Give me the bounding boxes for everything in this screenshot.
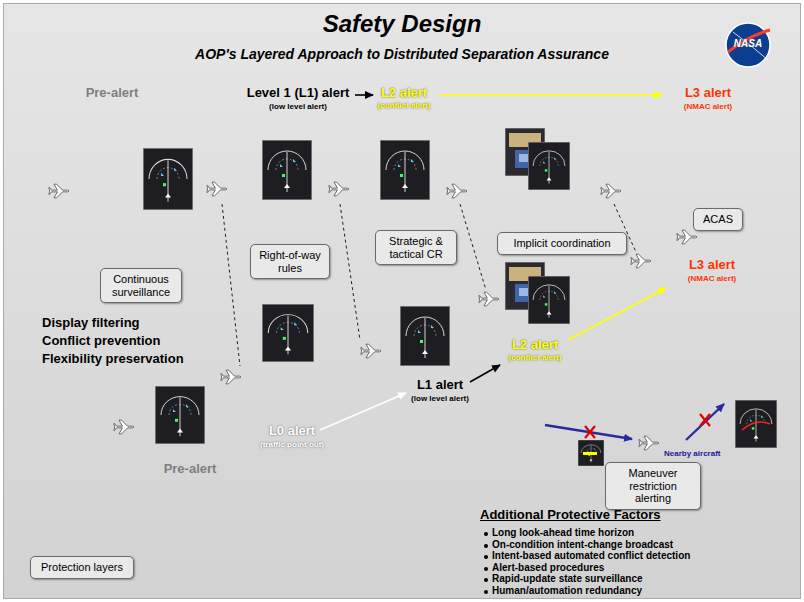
label-text: L1 alert [417, 377, 463, 392]
layer-box: Right-of-way rules [250, 244, 330, 279]
subtitle: AOP's Layered Approach to Distributed Se… [195, 46, 609, 62]
alert-label: Pre-alert [164, 462, 217, 477]
label-text: On-condition intent-change broadcast [492, 539, 673, 550]
label-text: (NMAC alert) [688, 274, 736, 283]
layer-box: Implicit coordination [497, 232, 627, 255]
box-text: Implicit coordination [504, 237, 620, 250]
bullet-dot [484, 567, 488, 571]
label-text: Long look-ahead time horizon [492, 527, 634, 538]
label-text: Rapid-update state surveillance [492, 573, 643, 584]
label-text: Level 1 (L1) alert [247, 85, 350, 100]
label-text: (conflict alert) [378, 101, 431, 110]
bullet-dot [484, 555, 488, 559]
label-text: L0 alert [269, 423, 315, 438]
alert-label: L1 alert [417, 378, 463, 393]
function-label: Conflict prevention [42, 334, 160, 349]
alert-sublabel: (conflict alert) [509, 353, 562, 362]
slide-title: Safety Design [323, 10, 482, 38]
box-text: Right-of-way rules [257, 249, 323, 274]
factors-heading: Additional Protective Factors [480, 508, 661, 523]
box-text: ACAS [700, 213, 736, 226]
logo-text: NASA [734, 38, 762, 50]
factor-item: Long look-ahead time horizon [492, 527, 634, 539]
bullet-dot [484, 578, 488, 582]
alert-sublabel: (conflict alert) [378, 101, 431, 110]
label-text: Intent-based automated conflict detectio… [492, 550, 690, 561]
alert-label: L3 alert [689, 258, 735, 273]
layer-box: Maneuver restriction alerting [605, 462, 701, 510]
dashed-transition-lines [222, 204, 636, 366]
alert-label: L2 alert [512, 338, 558, 353]
label-text: NASA [734, 38, 762, 49]
alert-sublabel: (traffic point out) [260, 440, 324, 449]
factor-item: On-condition intent-change broadcast [492, 539, 673, 551]
label-text: Nearby aircraft [664, 449, 720, 458]
alert-label: Pre-alert [86, 86, 139, 101]
bullet-dot [484, 544, 488, 548]
label-text: (low level alert) [269, 102, 327, 111]
alert-sublabel: (low level alert) [411, 394, 469, 403]
box-text: Strategic & tactical CR [382, 235, 450, 260]
label-text: AOP's Layered Approach to Distributed Se… [195, 46, 609, 62]
blocked-maneuver-x [585, 414, 710, 438]
label-text: Conflict prevention [42, 333, 160, 348]
aircraft-label: Nearby aircraft [664, 449, 720, 458]
label-text: Pre-alert [164, 461, 217, 476]
factor-item: Alert-based procedures [492, 562, 604, 574]
layer-box: Continuous surveillance [100, 268, 182, 303]
label-text: Human/automation redundancy [492, 585, 642, 596]
label-text: Pre-alert [86, 85, 139, 100]
label-text: L3 alert [685, 85, 731, 100]
factor-item: Rapid-update state surveillance [492, 573, 643, 585]
function-label: Display filtering [42, 316, 140, 331]
label-text: (conflict alert) [509, 353, 562, 362]
bullet-dot [484, 590, 488, 594]
label-text: Display filtering [42, 315, 140, 330]
box-text: Maneuver restriction alerting [612, 467, 694, 505]
alert-sublabel: (NMAC alert) [684, 102, 732, 111]
layer-box: Strategic & tactical CR [375, 230, 457, 265]
label-text: (low level alert) [411, 394, 469, 403]
label-text: Flexibility preservation [42, 351, 184, 366]
display-screenshots [143, 128, 777, 466]
alert-label: L2 alert [381, 86, 427, 101]
alert-sublabel: (low level alert) [269, 102, 327, 111]
factor-item: Intent-based automated conflict detectio… [492, 550, 690, 562]
alert-sublabel: (NMAC alert) [688, 274, 736, 283]
box-text: Protection layers [37, 561, 127, 574]
function-label: Flexibility preservation [42, 352, 184, 367]
factor-item: Human/automation redundancy [492, 585, 642, 597]
nasa-logo [726, 23, 770, 67]
aircraft-icons [49, 182, 697, 450]
alert-label: L3 alert [685, 86, 731, 101]
bullet-dot [484, 532, 488, 536]
alert-label: L0 alert [269, 424, 315, 439]
label-text: L2 alert [512, 337, 558, 352]
title-text: Safety Design [323, 10, 482, 37]
label-text: L3 alert [689, 257, 735, 272]
label-text: (NMAC alert) [684, 102, 732, 111]
label-text: Alert-based procedures [492, 562, 604, 573]
label-text: L2 alert [381, 85, 427, 100]
layer-box: Protection layers [30, 556, 134, 579]
alert-arrows [320, 95, 724, 440]
box-text: Continuous surveillance [107, 273, 175, 298]
layer-box: ACAS [693, 208, 743, 231]
alert-label: Level 1 (L1) alert [247, 86, 350, 101]
label-text: (traffic point out) [260, 440, 324, 449]
